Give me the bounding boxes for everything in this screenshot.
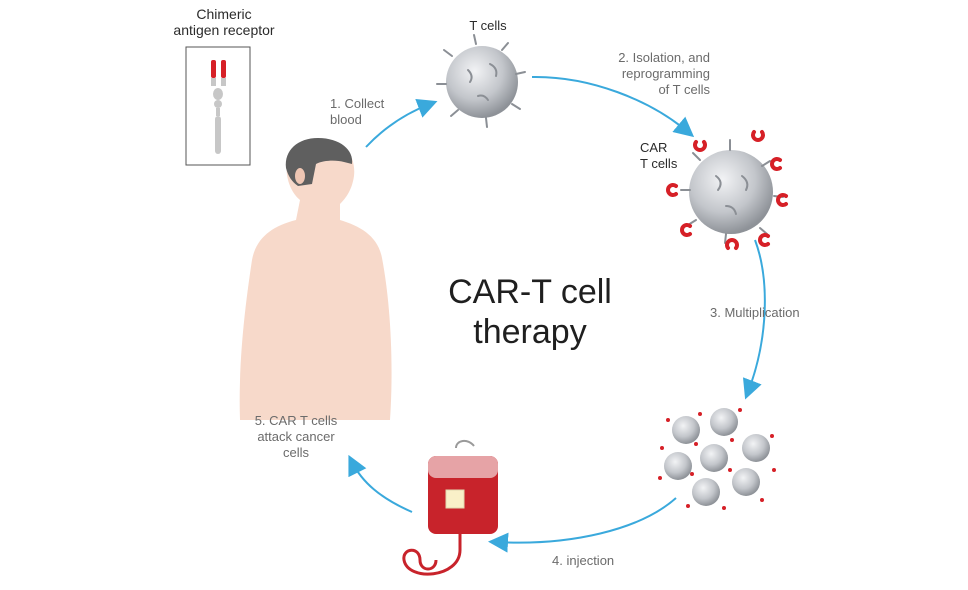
cycle-arrows	[348, 75, 766, 553]
step-2-label: 2. Isolation, and reprogramming of T cel…	[618, 50, 710, 97]
t-cell	[436, 34, 526, 128]
receptor-label: Chimeric antigen receptor	[173, 6, 275, 38]
diagram-title: CAR-T cell therapy	[448, 273, 612, 351]
receptor-box	[185, 46, 251, 166]
multiplied-cells	[658, 408, 776, 510]
car-t-cell	[666, 130, 788, 250]
car-t-cells-label: CAR T cells	[640, 140, 678, 171]
t-cells-label: T cells	[469, 18, 507, 33]
human-figure	[239, 138, 392, 421]
step-4-label: 4. injection	[552, 553, 615, 568]
step-1-label: 1. Collect blood	[330, 96, 385, 127]
step-3-label: 3. Multiplication	[710, 305, 800, 320]
step-5-label: 5. CAR T cells attack cancer cells	[254, 413, 338, 460]
blood-bag	[402, 440, 498, 576]
